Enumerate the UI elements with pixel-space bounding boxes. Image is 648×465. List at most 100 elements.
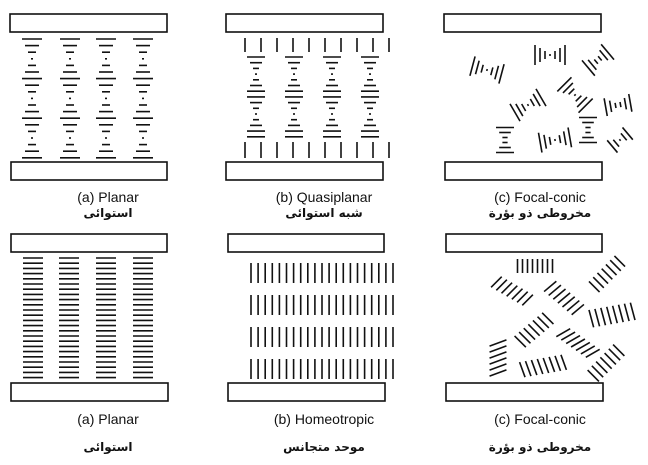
label-en-top-b: (b) Quasiplanar bbox=[275, 189, 373, 205]
domain-rods bbox=[554, 355, 562, 372]
domain-rods bbox=[552, 288, 567, 300]
label-en-top-a: (a) Planar bbox=[77, 189, 139, 205]
focal-conic-domain bbox=[535, 88, 547, 107]
domain-rods bbox=[594, 308, 601, 327]
focal-conic-domain bbox=[621, 126, 634, 141]
domain-rods bbox=[500, 282, 513, 294]
focal-conic-domain bbox=[577, 97, 594, 114]
domain-rods bbox=[600, 307, 607, 326]
bottom-plate-3 bbox=[444, 161, 603, 181]
focal-conic-domain bbox=[568, 88, 575, 95]
focal-conic-domain bbox=[620, 132, 628, 141]
domain-rods bbox=[523, 327, 536, 341]
domain-rods bbox=[516, 291, 529, 303]
domain-rods bbox=[511, 288, 524, 300]
focal-conic-domain bbox=[509, 103, 521, 122]
focal-conic-domain bbox=[599, 49, 609, 61]
domain-rods bbox=[591, 365, 604, 378]
domain-rods bbox=[530, 359, 538, 376]
focal-conic-domain bbox=[558, 135, 562, 144]
focal-conic-domain bbox=[515, 103, 524, 117]
label-ar-bot-b: موحد متجانس bbox=[283, 440, 365, 454]
domain-rods bbox=[541, 312, 555, 325]
focal-conic-domain bbox=[600, 43, 615, 61]
focal-conic-domain bbox=[603, 98, 609, 117]
focal-conic-domain bbox=[529, 98, 536, 107]
domain-rods bbox=[543, 280, 557, 293]
domain-rods bbox=[585, 348, 601, 359]
domain-rods bbox=[489, 351, 507, 359]
domain-rods bbox=[489, 339, 507, 347]
domain-rods bbox=[490, 276, 503, 288]
focal-conic-domain bbox=[593, 58, 599, 65]
focal-conic-domain bbox=[587, 59, 597, 71]
domain-rods bbox=[548, 356, 556, 373]
domain-rods bbox=[623, 303, 630, 322]
top-plate-5 bbox=[227, 233, 385, 253]
label-ar-bot-a: استوائی bbox=[83, 440, 133, 454]
focal-conic-domain bbox=[576, 96, 588, 108]
domain-rods bbox=[617, 304, 624, 323]
domain-rods bbox=[605, 263, 618, 276]
focal-conic-domain bbox=[612, 139, 620, 148]
domain-rods bbox=[587, 369, 600, 382]
domain-rods bbox=[595, 361, 608, 374]
domain-rods bbox=[518, 361, 526, 378]
domain-rods bbox=[557, 292, 571, 304]
focal-conic-domain bbox=[619, 101, 622, 108]
focal-conic-domain bbox=[573, 93, 577, 97]
domain-rods bbox=[536, 316, 550, 329]
domain-rods bbox=[560, 354, 568, 371]
domain-rods bbox=[571, 303, 585, 316]
focal-conic-domain bbox=[618, 138, 622, 142]
focal-conic-domain bbox=[608, 100, 613, 113]
domain-rods bbox=[575, 341, 591, 352]
domain-rods bbox=[561, 296, 576, 308]
domain-rods bbox=[536, 358, 544, 375]
domain-rods bbox=[560, 331, 576, 341]
domain-rods bbox=[489, 357, 507, 365]
focal-conic-domain bbox=[498, 64, 505, 84]
top-plate-3 bbox=[443, 13, 602, 33]
domain-rods bbox=[495, 279, 508, 291]
top-plate-6 bbox=[445, 233, 603, 253]
focal-conic-domain bbox=[520, 103, 527, 112]
domain-rods bbox=[601, 268, 613, 280]
focal-conic-domain bbox=[562, 131, 567, 146]
domain-rods bbox=[592, 276, 605, 289]
focal-conic-domain bbox=[548, 136, 552, 145]
focal-conic-domain bbox=[606, 139, 619, 154]
label-en-bot-b: (b) Homeotropic bbox=[273, 411, 375, 427]
domain-rods bbox=[527, 323, 541, 337]
domain-rods bbox=[506, 285, 518, 297]
top-plate-2 bbox=[225, 13, 384, 33]
focal-conic-domain bbox=[567, 127, 573, 148]
bottom-plate-1 bbox=[10, 161, 168, 181]
focal-conic-domain bbox=[532, 93, 541, 107]
domain-rods bbox=[605, 306, 613, 325]
focal-conic-domain bbox=[623, 97, 628, 110]
focal-conic-domain bbox=[526, 103, 530, 107]
bottom-plate-5 bbox=[227, 382, 386, 402]
label-en-top-c: (c) Focal-conic bbox=[494, 189, 586, 205]
label-en-bot-a: (a) Planar bbox=[77, 411, 139, 427]
label-ar-bot-c: مخروطی ذو بؤرة bbox=[488, 440, 592, 454]
label-ar-top-b: شبه استوائی bbox=[285, 206, 363, 220]
top-plate-1 bbox=[9, 13, 168, 33]
domain-rods bbox=[604, 352, 617, 365]
domain-rods bbox=[596, 272, 609, 285]
domain-rods bbox=[521, 294, 534, 306]
focal-conic-domain bbox=[543, 134, 548, 149]
domain-rods bbox=[608, 348, 621, 361]
focal-conic-domain bbox=[537, 132, 543, 153]
domain-rods bbox=[580, 345, 596, 355]
focal-conic-domain bbox=[494, 65, 500, 80]
domain-rods bbox=[609, 259, 622, 272]
domain-rods bbox=[513, 335, 527, 348]
domain-rods bbox=[542, 357, 550, 374]
domain-rods bbox=[565, 334, 581, 345]
domain-rods bbox=[613, 255, 626, 268]
bottom-plate-6 bbox=[445, 382, 604, 402]
domain-rods bbox=[518, 331, 532, 344]
